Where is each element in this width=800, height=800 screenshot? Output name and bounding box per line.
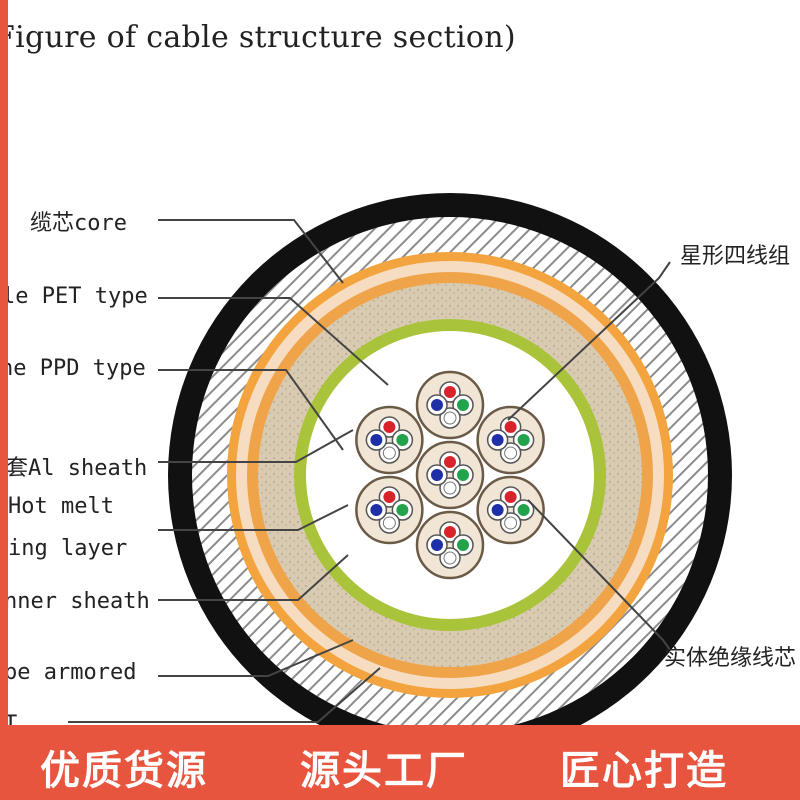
slogan-1: 优质货源	[40, 748, 208, 794]
conductor-core	[443, 551, 457, 565]
conductor-core	[457, 539, 469, 551]
label-star-quad: 星形四线组	[680, 244, 791, 269]
leader-line	[527, 499, 671, 651]
slogan-3: 匠心打造	[560, 748, 728, 794]
quad-unit	[476, 475, 545, 545]
label-armored: pe armored	[8, 660, 137, 685]
conductor-core	[444, 526, 456, 538]
conductor-core	[382, 516, 396, 530]
conductor-core	[517, 434, 530, 446]
label-solid-insulation: 实体绝缘线芯	[664, 646, 797, 671]
label-ppd: ne PPD type	[8, 356, 146, 381]
quad-unit	[415, 370, 485, 440]
conductor-core	[383, 491, 396, 503]
conductor-core	[491, 504, 504, 516]
conductor-core	[504, 516, 518, 530]
conductor-core	[457, 399, 469, 411]
conductor-core	[382, 446, 396, 460]
conductor-core	[443, 481, 457, 495]
leader-line	[158, 297, 389, 386]
conductor-core	[443, 411, 457, 425]
quad-unit	[415, 510, 485, 580]
conductor-core	[444, 386, 456, 398]
label-al-sheath: 套Al sheath	[8, 456, 148, 481]
conductor-core	[517, 504, 530, 516]
leader-line	[158, 504, 349, 531]
quad-unit	[415, 440, 485, 510]
label-hot-melt: Hot melt	[8, 494, 114, 519]
conductor-core	[457, 469, 469, 481]
conductor-core	[504, 421, 517, 433]
cable-cross-section	[68, 193, 732, 725]
slogan-banner	[0, 725, 800, 800]
leader-line	[507, 261, 671, 421]
leader-line	[68, 667, 381, 723]
conductor-core	[370, 434, 383, 446]
conductor-core	[396, 504, 409, 516]
conductor-core	[431, 399, 443, 411]
conductor-core	[431, 469, 443, 481]
quad-unit	[355, 475, 424, 545]
star-quad-group	[355, 370, 545, 580]
label-pet: le PET type	[8, 284, 148, 309]
label-layer: ing layer	[8, 536, 128, 561]
leader-line	[158, 554, 349, 601]
conductor-core	[444, 456, 456, 468]
conductor-core	[431, 539, 443, 551]
quad-unit	[476, 405, 545, 475]
conductor-core	[504, 491, 517, 503]
conductor-core	[491, 434, 504, 446]
diagram-panel: Figure of cable structure section)	[8, 0, 800, 725]
quad-unit	[355, 405, 424, 475]
figure-title: Figure of cable structure section)	[8, 20, 516, 55]
leader-line	[158, 639, 354, 677]
label-truncated: T	[8, 712, 18, 725]
conductor-core	[396, 434, 409, 446]
label-core: 缆芯core	[30, 211, 127, 236]
label-inner-sheath: nner sheath	[8, 589, 150, 614]
leader-line	[158, 369, 344, 451]
leader-line	[158, 219, 344, 284]
slogan-2: 源头工厂	[300, 748, 468, 794]
conductor-core	[370, 504, 383, 516]
leader-line	[158, 429, 354, 463]
conductor-core	[383, 421, 396, 433]
conductor-core	[504, 446, 518, 460]
